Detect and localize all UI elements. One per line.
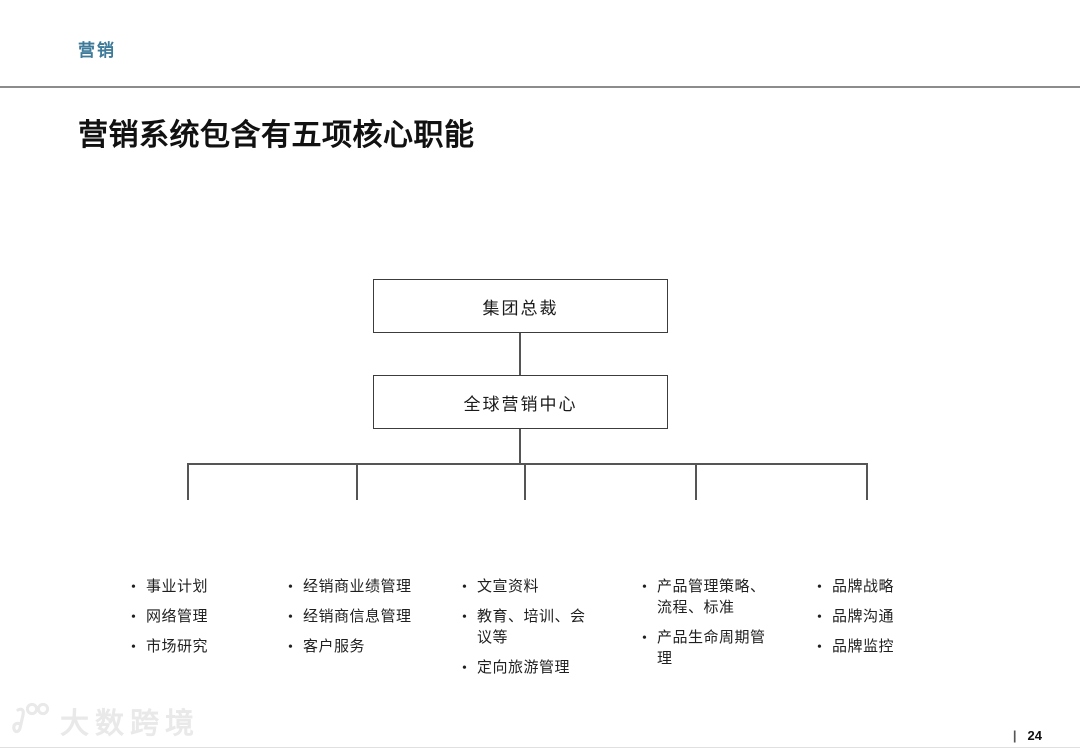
list-item-text: 品牌沟通 (832, 609, 895, 625)
page-number-group: | 24 (1013, 728, 1042, 743)
list-item: • 教育、培训、会 议等 (462, 607, 586, 649)
bullet-icon: • (462, 661, 467, 676)
bullet-icon: • (131, 610, 136, 625)
bullet-icon: • (131, 580, 136, 595)
list-item-text: 经销商业绩管理 (303, 579, 412, 595)
list-item: • 市场研究 (131, 637, 208, 658)
connector-branch-3 (524, 463, 526, 500)
bullet-icon: • (642, 580, 647, 595)
list-item-text: 品牌战略 (832, 579, 895, 595)
connector-root-to-center (519, 333, 521, 375)
list-item-text: 事业计划 (146, 579, 209, 595)
list-item-text: 文宣资料 (477, 579, 540, 595)
list-item: • 经销商业绩管理 (288, 577, 412, 598)
list-item: • 网络管理 (131, 607, 208, 628)
connector-horizontal-bus (187, 463, 868, 465)
connector-branch-1 (187, 463, 189, 500)
org-box-root: 集团总裁 (373, 279, 668, 333)
dashu-kuajing-logo-icon (10, 698, 54, 743)
section-kicker: 营销 (78, 41, 116, 60)
list-item: • 经销商信息管理 (288, 607, 412, 628)
function-column-1: • 事业计划 • 网络管理 • 市场研究 (131, 577, 208, 667)
connector-center-to-bus (519, 429, 521, 463)
list-item: • 产品生命周期管 理 (642, 628, 766, 670)
list-item-text: 产品生命周期管 理 (657, 630, 766, 667)
header-divider (0, 86, 1080, 88)
bullet-icon: • (462, 610, 467, 625)
list-item: • 产品管理策略、 流程、标准 (642, 577, 766, 619)
bullet-icon: • (288, 580, 293, 595)
list-item-text: 经销商信息管理 (303, 609, 412, 625)
bullet-icon: • (288, 640, 293, 655)
list-item-text: 品牌监控 (832, 639, 895, 655)
list-item: • 文宣资料 (462, 577, 586, 598)
page-number: 24 (1027, 728, 1042, 743)
watermark-text: 大数跨境 (60, 707, 201, 740)
list-item-text: 定向旅游管理 (477, 660, 571, 676)
list-item-text: 客户服务 (303, 639, 366, 655)
list-item-text: 网络管理 (146, 609, 209, 625)
list-item-text: 产品管理策略、 流程、标准 (657, 579, 766, 616)
list-item-text: 市场研究 (146, 639, 209, 655)
list-item: • 品牌监控 (817, 637, 894, 658)
function-column-2: • 经销商业绩管理 • 经销商信息管理 • 客户服务 (288, 577, 412, 667)
org-box-center: 全球营销中心 (373, 375, 668, 429)
list-item: • 事业计划 (131, 577, 208, 598)
list-item: • 客户服务 (288, 637, 412, 658)
bullet-icon: • (131, 640, 136, 655)
connector-branch-5 (866, 463, 868, 500)
bullet-icon: • (288, 610, 293, 625)
connector-branch-2 (356, 463, 358, 500)
bullet-icon: • (817, 610, 822, 625)
bullet-icon: • (642, 631, 647, 646)
bullet-icon: • (817, 640, 822, 655)
connector-branch-4 (695, 463, 697, 500)
list-item-text: 教育、培训、会 议等 (477, 609, 586, 646)
function-column-5: • 品牌战略 • 品牌沟通 • 品牌监控 (817, 577, 894, 667)
bullet-icon: • (817, 580, 822, 595)
function-column-3: • 文宣资料 • 教育、培训、会 议等 • 定向旅游管理 (462, 577, 586, 688)
list-item: • 品牌沟通 (817, 607, 894, 628)
list-item: • 定向旅游管理 (462, 658, 586, 679)
function-column-4: • 产品管理策略、 流程、标准 • 产品生命周期管 理 (642, 577, 766, 679)
list-item: • 品牌战略 (817, 577, 894, 598)
page-number-divider: | (1012, 728, 1017, 743)
page-title: 营销系统包含有五项核心职能 (78, 119, 475, 152)
bullet-icon: • (462, 580, 467, 595)
watermark: 大数跨境 (10, 698, 200, 743)
